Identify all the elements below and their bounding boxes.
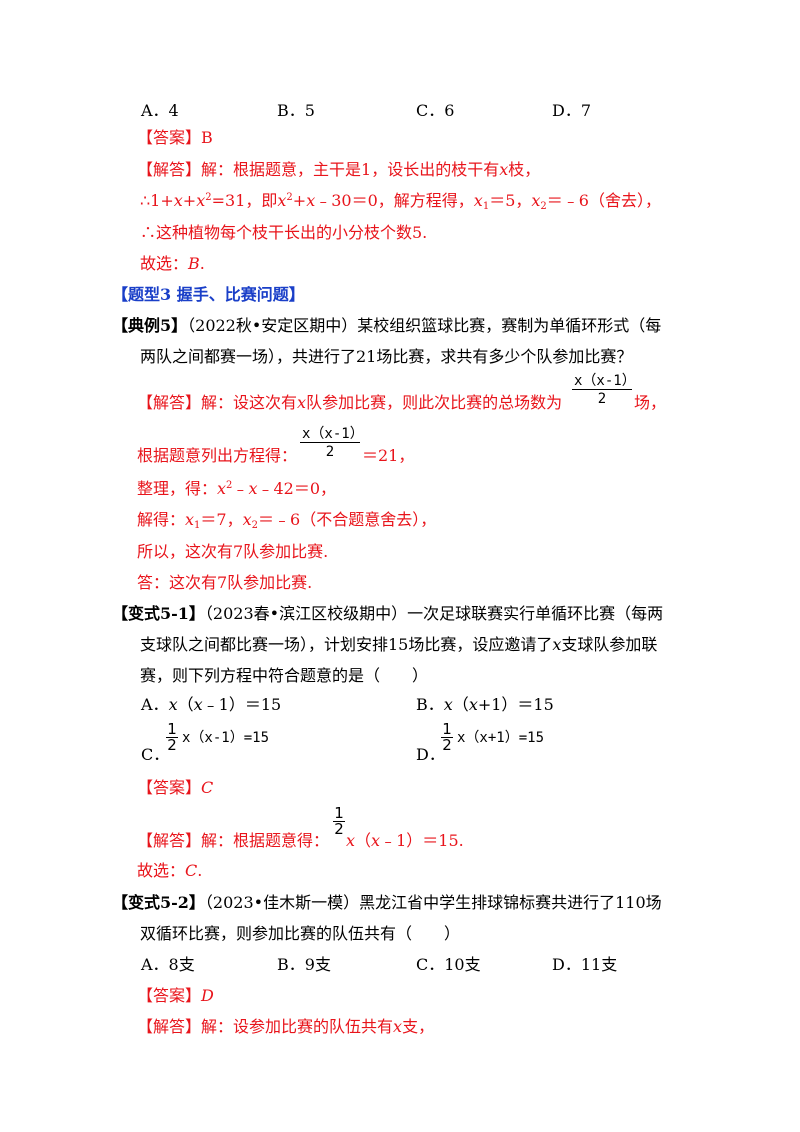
example-5-solution-line-3: 整理，得：x2﹣x﹣42＝0， — [137, 479, 337, 498]
variant-5-1-solution-fraction: 1 2 — [333, 804, 345, 838]
option-b: B．5 — [277, 101, 315, 120]
example-5-tag: 【典例5】 — [112, 316, 188, 335]
variant-5-2-option-c: C．10支 — [416, 955, 481, 974]
variant-5-1-option-d: 1 2 x（x+1）=15 — [441, 720, 545, 754]
variant-5-1-line-1: 【变式5-1】（2023春•滨江区校级期中）一次足球联赛实行单循环比赛（每两 — [112, 604, 664, 623]
variant-5-1-line-3: 赛，则下列方程中符合题意的是（ ） — [140, 666, 429, 685]
variant-5-2-line-1: 【变式5-2】（2023•佳木斯一模）黑龙江省中学生排球锦标赛共进行了110场 — [112, 893, 662, 912]
answer-line: 【答案】B — [137, 127, 213, 149]
variant-5-1-option-d-label: D． — [416, 745, 445, 764]
variant-5-1-answer: 【答案】C — [137, 778, 214, 797]
example-5-solution-unit: 场， — [634, 393, 667, 412]
variant-5-2-option-a: A．8支 — [141, 955, 195, 974]
variant-5-1-final: 故选：C. — [137, 861, 203, 880]
example-5-line-1: 【典例5】（2022秋•安定区期中）某校组织篮球比赛，赛制为单循环形式（每 — [112, 316, 662, 335]
variant-5-1-option-c-label: C． — [141, 745, 170, 764]
answer-value: B — [201, 128, 213, 147]
solution-line-1: 【解答】解：根据题意，主干是1，设长出的枝干有x枝， — [137, 160, 541, 179]
variant-5-2-option-b: B．9支 — [277, 955, 331, 974]
variant-5-1-option-c: 1 2 x（x-1）=15 — [166, 720, 270, 754]
example-5-solution-line-4: 解得：x1＝7，x2＝﹣6（不合题意舍去）， — [137, 510, 437, 531]
solution-line-2: ∴1+x+x2=31，即x2+x﹣30＝0，解方程得，x1＝5，x2＝﹣6（舍去… — [140, 191, 661, 212]
variant-5-2-tag: 【变式5-2】 — [112, 893, 205, 912]
solution-line-4: 故选：B. — [140, 254, 205, 273]
variant-5-2-line-2: 双循环比赛，则参加比赛的队伍共有（ ） — [140, 924, 461, 943]
example-5-line-2: 两队之间都赛一场），共进行了21场比赛，求共有多少个队参加比赛？ — [140, 347, 633, 366]
option-c: C．6 — [416, 101, 455, 120]
variant-5-1-option-a: A．x（x﹣1）＝15 — [141, 695, 282, 714]
variant-5-1-tag: 【变式5-1】 — [112, 604, 205, 623]
variant-5-1-line-2: 支球队之间都比赛一场），计划安排15场比赛，设应邀请了x支球队参加联 — [140, 635, 658, 654]
variant-5-1-option-b: B．x（x+1）＝15 — [416, 695, 554, 714]
example-5-solution-line-1: 【解答】解：设这次有x队参加比赛，则此次比赛的总场数为 — [137, 393, 563, 412]
fraction-total-games: x（x-1） 2 — [572, 373, 636, 407]
option-d: D．7 — [552, 101, 592, 120]
example-5-solution-line-2: 根据题意列出方程得： — [137, 446, 298, 465]
variant-5-1-solution-text: 解：根据题意得： — [201, 831, 330, 850]
solution-line-3: ∴这种植物每个枝干长出的小分枝个数5. — [140, 223, 428, 242]
variant-5-1-solution-expr: x（x﹣1）＝15. — [346, 831, 464, 850]
variant-5-2-option-d: D．11支 — [552, 955, 618, 974]
example-5-solution-line-6: 答：这次有7队参加比赛. — [137, 573, 313, 592]
answer-tag: 【答案】 — [137, 128, 202, 147]
variant-5-1-solution: 【解答】 — [137, 831, 202, 850]
section-title: 【题型3 握手、比赛问题】 — [112, 285, 305, 304]
variant-5-2-answer: 【答案】D — [137, 986, 214, 1005]
option-a: A．4 — [141, 101, 179, 120]
example-5-equation-rhs: ＝21， — [362, 446, 415, 465]
example-5-solution-line-5: 所以，这次有7队参加比赛. — [137, 542, 329, 561]
variant-5-2-solution: 【解答】解：设参加比赛的队伍共有x支， — [137, 1017, 435, 1036]
fraction-equation: x（x-1） 2 — [300, 426, 364, 460]
